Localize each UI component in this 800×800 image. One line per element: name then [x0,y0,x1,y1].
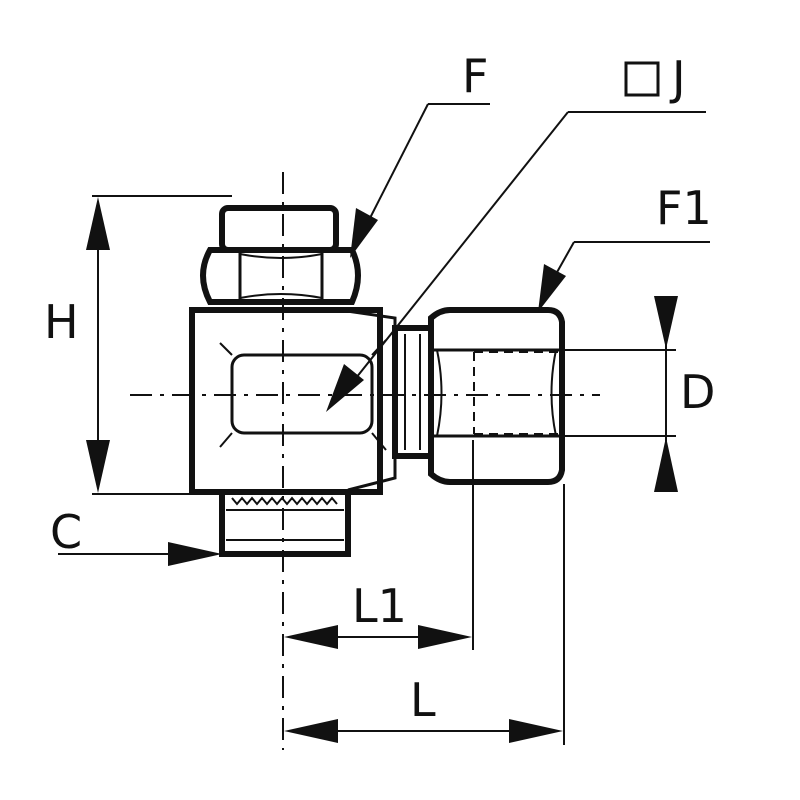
dimension-C: C [50,505,222,566]
label-H: H [44,295,79,349]
label-C: C [50,505,82,559]
dimension-L: L [284,484,565,745]
label-D: D [680,365,715,419]
center-lines [130,172,600,750]
label-L1: L1 [352,579,407,633]
square-symbol [624,61,660,97]
top-collet [219,205,339,253]
label-J: J [669,51,686,105]
label-F1: F1 [656,181,712,235]
leader-J: J [326,51,706,412]
leader-F: F [350,49,490,258]
dimension-D: D [562,296,715,492]
side-neck [392,325,434,459]
dimension-H: H [44,195,232,495]
threaded-stem-C [219,489,351,557]
dimension-L1: L1 [284,440,474,650]
body-block [189,307,397,495]
hex-nut-F [200,247,361,305]
label-L: L [410,673,436,727]
hex-nut-F1 [428,307,565,485]
leader-F1: F1 [538,181,712,312]
label-F: F [462,49,488,103]
